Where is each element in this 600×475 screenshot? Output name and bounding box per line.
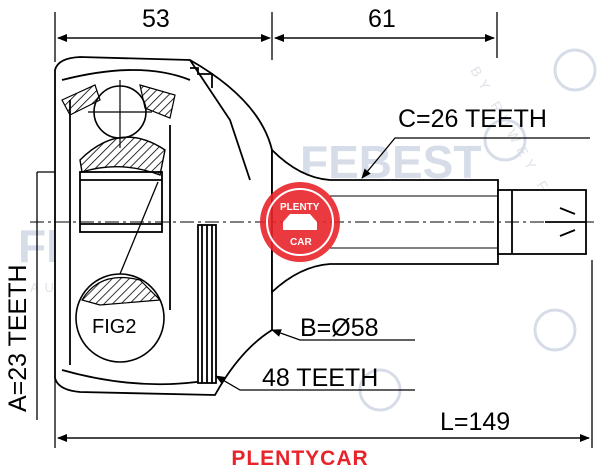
- left-length-label: 53: [142, 5, 170, 33]
- abs-teeth-label: 48 TEETH: [262, 364, 378, 392]
- cage-hatch: [79, 136, 166, 176]
- footer-brand: PLENTYCAR: [231, 447, 369, 470]
- watermark-circle-icon: [533, 308, 577, 352]
- car-icon: [283, 214, 317, 230]
- plentycar-badge: PLENTY CAR: [260, 182, 340, 262]
- watermark-circle-icon: [553, 48, 597, 92]
- outer-teeth-label: C=26 TEETH: [398, 105, 547, 133]
- watermark-circle-icon: [483, 118, 527, 162]
- badge-bottom-text: CAR: [290, 237, 312, 248]
- fig2-detail: FIG2: [75, 181, 165, 363]
- top-dimensions: [54, 12, 498, 62]
- fig2-label: FIG2: [92, 316, 136, 338]
- leaders: [215, 137, 590, 391]
- right-length-label: 61: [368, 5, 396, 33]
- inner-teeth-label: A=23 TEETH: [4, 264, 32, 412]
- badge-top-text: PLENTY: [280, 202, 320, 213]
- bottom-dimension: [54, 260, 593, 448]
- diameter-label: B=Ø58: [300, 314, 379, 342]
- output-shaft: [271, 147, 587, 295]
- total-length-label: L=149: [440, 408, 510, 436]
